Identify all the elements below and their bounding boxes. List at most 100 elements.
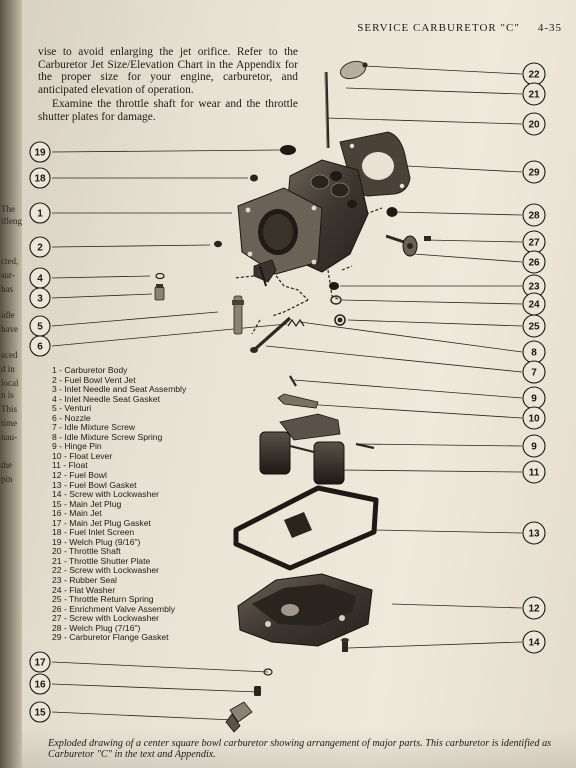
callout-circle <box>29 167 51 189</box>
float-lever-part <box>277 393 319 409</box>
facing-page-edge: The ifleng cted, sur- has idle have aced… <box>0 0 22 768</box>
callout-label: 20 <box>528 120 540 131</box>
callout-circle <box>29 651 51 673</box>
body-paragraph: Examine the throttle shaft for wear and … <box>38 98 298 123</box>
shutter-screw-part <box>362 62 368 68</box>
callout-circle <box>522 203 546 227</box>
callout-label: 25 <box>528 322 540 333</box>
callout-label: 5 <box>37 322 43 333</box>
legend-item: 22 - Screw with Lockwasher <box>52 565 159 576</box>
legend-item: 13 - Fuel Bowl Gasket <box>52 479 137 490</box>
facing-page-fragment: nau- <box>1 432 17 442</box>
hinge-pin-part <box>289 375 297 387</box>
carburetor-body-part <box>237 159 369 275</box>
legend-item: 24 - Flat Washer <box>52 584 116 595</box>
leader-lines <box>51 65 523 721</box>
callout-markers <box>29 62 546 723</box>
callout-circle <box>29 141 51 163</box>
main-jet-plug-gasket-part <box>263 668 273 676</box>
legend-item: 1 - Carburetor Body <box>52 365 128 375</box>
facing-page-fragment: sur- <box>1 270 15 280</box>
legend-item: 25 - Throttle Return Spring <box>52 594 154 605</box>
body-text: vise to avoid enlarging the jet orifice.… <box>38 46 298 126</box>
callout-circle <box>29 335 51 357</box>
facing-page-fragment: local <box>1 378 19 388</box>
callout-circle <box>522 406 546 430</box>
legend-item: 20 - Throttle Shaft <box>52 546 121 557</box>
idle-mixture-screw-part <box>250 316 292 353</box>
legend-item: 12 - Fuel Bowl <box>52 470 107 481</box>
callout-label: 26 <box>528 258 540 269</box>
legend-item: 11 - Float <box>52 460 88 471</box>
idle-mixture-spring-part <box>287 318 305 328</box>
nozzle-part <box>232 295 244 335</box>
running-head: SERVICE CARBURETOR "C"4-35 <box>357 22 562 34</box>
facing-page-fragment: d in <box>1 364 15 374</box>
manual-page: SERVICE CARBURETOR "C"4-35 vise to avoid… <box>22 0 576 768</box>
welch-plug-part <box>280 145 296 155</box>
legend-item: 2 - Fuel Bowl Vent Jet <box>52 374 136 385</box>
callout-circle <box>29 673 51 695</box>
legend-item: 9 - Hinge Pin <box>52 441 102 452</box>
callout-circle <box>29 202 51 224</box>
callout-label: 21 <box>528 90 540 101</box>
facing-page-fragment: n is <box>1 390 14 400</box>
legend-item: 21 - Throttle Shutter Plate <box>52 555 151 566</box>
legend-item: 16 - Main Jet <box>52 508 102 519</box>
callout-circle <box>522 112 546 136</box>
callout-circle <box>522 360 546 384</box>
callout-label: 16 <box>34 680 46 691</box>
facing-page-fragment: pin <box>1 474 13 484</box>
callout-label: 18 <box>34 174 46 185</box>
main-jet-plug-part <box>225 701 253 733</box>
callout-label: 17 <box>34 658 46 669</box>
venturi-part <box>253 259 277 287</box>
callout-label: 11 <box>529 468 540 479</box>
legend-item: 18 - Fuel Inlet Screen <box>52 527 135 538</box>
main-jet-part <box>254 686 261 696</box>
throttle-return-spring-part <box>334 314 346 326</box>
hinge-pin-part <box>355 442 375 450</box>
welch-plug-small-part <box>386 207 398 217</box>
legend-item: 8 - Idle Mixture Screw Spring <box>52 431 163 442</box>
callout-label: 9 <box>531 442 537 453</box>
fuel-inlet-screen-part <box>250 174 258 182</box>
callout-circle <box>522 160 546 184</box>
callout-circle <box>522 314 546 338</box>
legend-item: 29 - Carburetor Flange Gasket <box>52 632 169 643</box>
exploded-carburetor-diagram: 19 18 1 2 4 3 5 6 22 21 20 29 28 27 26 2… <box>29 60 546 733</box>
callout-label: 29 <box>528 168 540 179</box>
callout-label: 27 <box>528 238 540 249</box>
callout-circle <box>29 701 51 723</box>
facing-page-fragment: time <box>1 418 17 428</box>
callout-circle <box>522 596 546 620</box>
legend-item: 17 - Main Jet Plug Gasket <box>52 517 151 528</box>
callout-label: 28 <box>528 211 540 222</box>
figure-caption: Exploded drawing of a center square bowl… <box>48 738 552 760</box>
callout-circle <box>522 460 546 484</box>
facing-page-fragment: cted, <box>1 256 19 266</box>
throttle-shaft-part <box>324 71 330 149</box>
facing-page-fragment: This <box>1 404 18 414</box>
callout-label: 1 <box>37 209 43 220</box>
legend-item: 5 - Venturi <box>52 403 92 414</box>
inlet-needle-seat-part <box>154 284 165 301</box>
legend-item: 7 - Idle Mixture Screw <box>52 422 136 433</box>
facing-page-fragment: idle <box>1 310 15 320</box>
legend-item: 15 - Main Jet Plug <box>52 498 122 509</box>
callout-label: 2 <box>37 243 43 254</box>
callout-label: 23 <box>528 282 540 293</box>
callout-label: 14 <box>528 638 540 649</box>
callout-label: 19 <box>34 148 46 159</box>
facing-page-fragment: the <box>1 460 12 470</box>
legend-item: 27 - Screw with Lockwasher <box>52 613 159 624</box>
callout-circle <box>522 250 546 274</box>
legend-item: 19 - Welch Plug (9/16") <box>52 536 141 547</box>
facing-page-fragment: has <box>1 284 13 294</box>
facing-page-fragment: ifleng <box>1 216 22 226</box>
facing-page-fragment: aced <box>1 350 18 360</box>
callout-circle <box>522 82 546 106</box>
callout-label: 12 <box>528 604 540 615</box>
callout-label: 6 <box>37 342 43 353</box>
callout-label: 13 <box>528 529 540 540</box>
